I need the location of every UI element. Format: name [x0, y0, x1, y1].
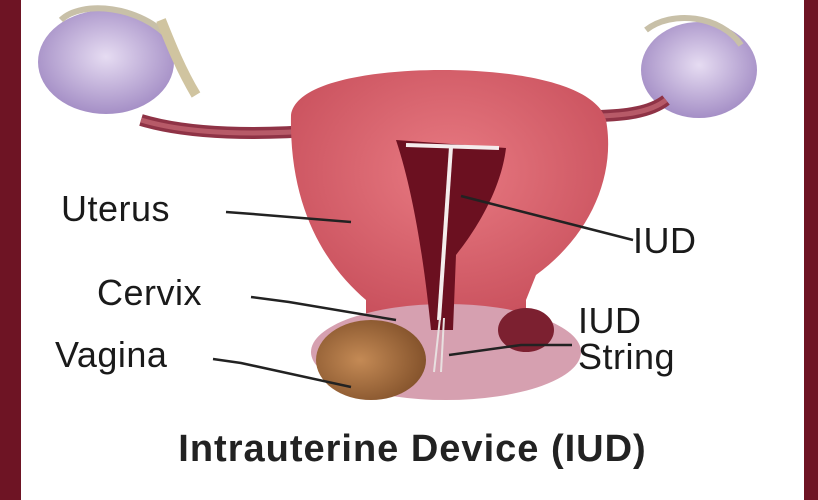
iud-string-label-line2: String	[578, 336, 675, 378]
diagram-panel: Uterus IUD Cervix IUD String Vagina Intr…	[21, 0, 804, 500]
diagram-caption: Intrauterine Device (IUD)	[21, 428, 804, 471]
cervix-label: Cervix	[97, 272, 202, 314]
left-ovary	[38, 8, 196, 114]
iud-label: IUD	[633, 220, 697, 262]
uterus-label: Uterus	[61, 188, 170, 230]
vagina-label: Vagina	[55, 334, 167, 376]
